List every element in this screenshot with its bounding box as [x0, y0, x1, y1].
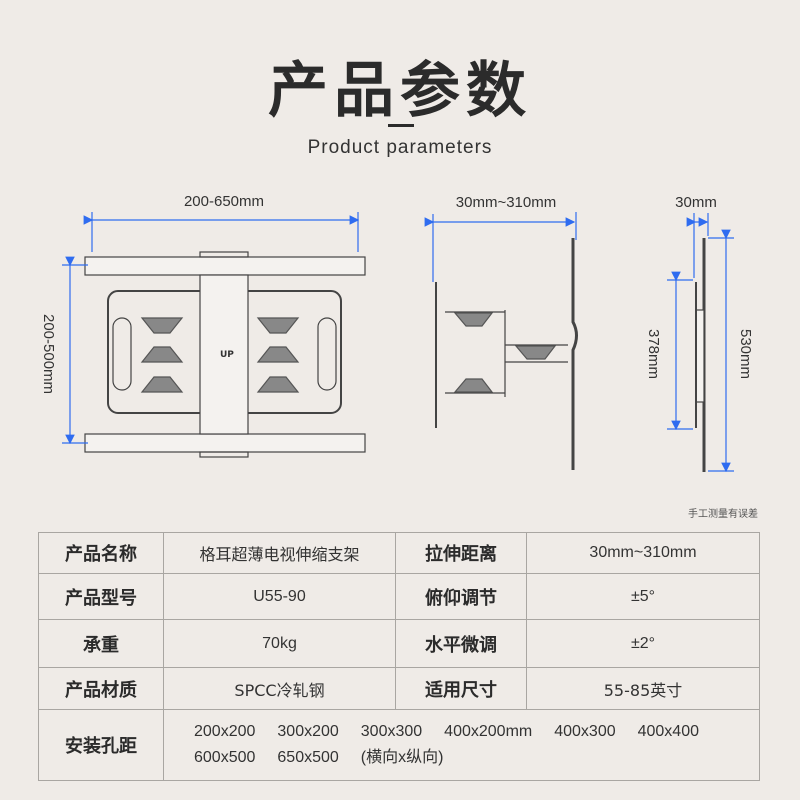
spec-label: 安装孔距 [38, 709, 164, 781]
product-diagrams: UP 200-650mm 200-500mm 30mm~310mm [40, 193, 754, 473]
page-title: 产品参数 [268, 56, 532, 126]
spec-label: 产品名称 [38, 532, 164, 574]
spec-label: 产品型号 [38, 573, 164, 620]
table-row: 产品型号 U55-90 俯仰调节 ±5° [38, 573, 760, 620]
spec-label: 承重 [38, 619, 164, 668]
inner-height-label: 378mm [645, 329, 662, 379]
vesa-value: 400x200mm [444, 723, 533, 740]
vesa-values: 200x200 300x200 300x300 400x200mm 400x300 400… [163, 709, 760, 781]
vesa-value: 400x300 [554, 723, 616, 740]
profile-view-diagram [695, 238, 706, 472]
vesa-value: 300x300 [360, 723, 423, 740]
table-row: 产品材质 SPCC冷轧钢 适用尺寸 55-85英寸 [38, 667, 760, 710]
side-view-diagram [435, 238, 578, 470]
front-width-label: 200-650mm [184, 193, 264, 210]
up-label: UP [220, 350, 234, 360]
vesa-orientation-note: (横向x纵向) [360, 749, 444, 766]
extension-label: 30mm~310mm [456, 194, 556, 211]
page-subtitle: Product parameters [307, 137, 493, 158]
spec-table: 产品名称 格耳超薄电视伸缩支架 拉伸距离 30mm~310mm 产品型号 U55… [38, 532, 760, 781]
vesa-value: 400x400 [637, 723, 699, 740]
vesa-value: 200x200 [194, 723, 256, 740]
front-view-diagram: UP [84, 251, 366, 458]
spec-value: 70kg [163, 619, 396, 668]
spec-label: 水平微调 [395, 619, 527, 668]
table-row: 产品名称 格耳超薄电视伸缩支架 拉伸距离 30mm~310mm [38, 532, 760, 574]
spec-value: 格耳超薄电视伸缩支架 [163, 532, 396, 574]
spec-value: 30mm~310mm [526, 532, 760, 574]
outer-height-label: 530mm [737, 329, 754, 379]
spec-value: SPCC冷轧钢 [163, 667, 396, 710]
front-height-label: 200-500mm [40, 314, 57, 394]
vesa-value: 650x500 [277, 749, 339, 766]
profile-dimension-lines [667, 213, 734, 473]
spec-label: 俯仰调节 [395, 573, 527, 620]
spec-label: 适用尺寸 [395, 667, 527, 710]
spec-value: U55-90 [163, 573, 396, 620]
vesa-value: 300x200 [277, 723, 339, 740]
side-dimension-lines [424, 212, 577, 282]
measurement-note: 手工测量有误差 [688, 509, 758, 520]
spec-label: 拉伸距离 [395, 532, 527, 574]
spec-value: 55-85英寸 [526, 667, 760, 710]
depth-label: 30mm [675, 194, 717, 211]
front-dimension-lines [62, 212, 360, 445]
table-row: 安装孔距 200x200 300x200 300x300 400x200mm 400x3… [38, 709, 760, 781]
spec-value: ±5° [526, 573, 760, 620]
vesa-value: 600x500 [194, 749, 256, 766]
spec-label: 产品材质 [38, 667, 164, 710]
title-underline [388, 124, 414, 127]
spec-value: ±2° [526, 619, 760, 668]
table-row: 承重 70kg 水平微调 ±2° [38, 619, 760, 668]
